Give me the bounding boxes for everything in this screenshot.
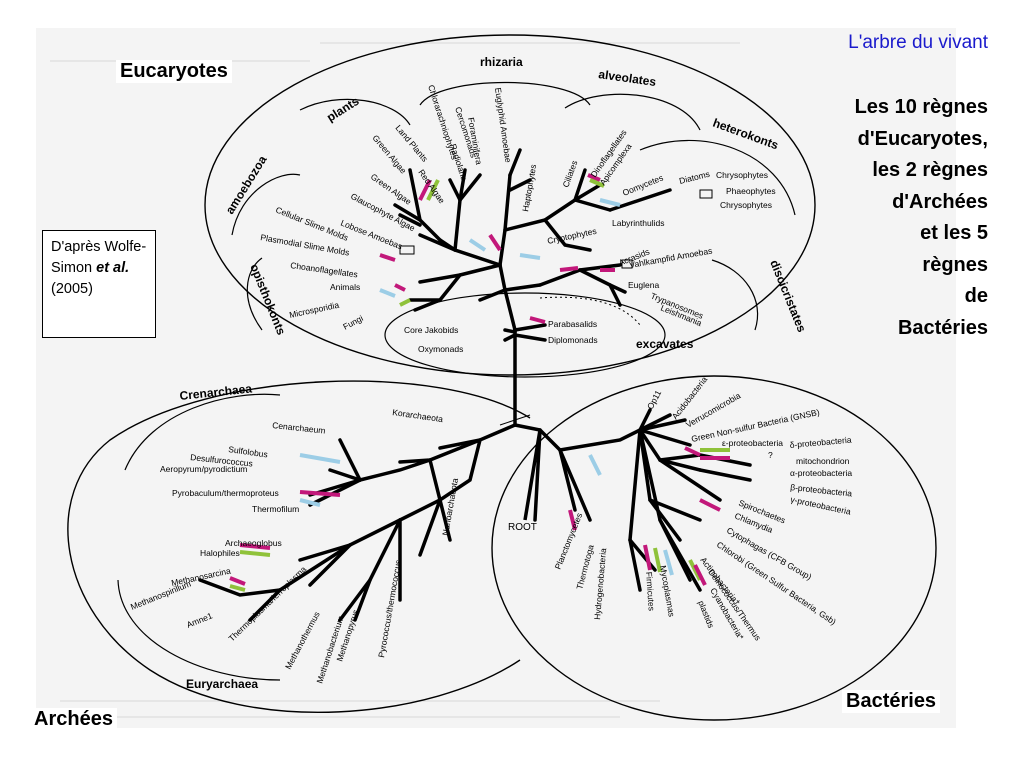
taxon-label: Animals [330,282,360,292]
bacteria-label: Bactéries [842,690,941,713]
taxon-label: Parabasalids [548,319,597,329]
page-title: L'arbre du vivant [848,32,988,53]
group-label: excavates [636,337,694,351]
eukaryote-ellipse [204,34,816,376]
group-label: opisthokonts [247,262,288,337]
reference-text: D'après Wolfe-Simon [51,239,147,276]
taxon-label: Korarchaeota [392,407,444,424]
excavates-ellipse [384,292,666,378]
group-arcs [117,82,796,681]
taxon-label: Phaeophytes [726,186,776,196]
thin-connection [499,414,531,426]
archaea-boundary [67,380,531,713]
taxon-label: Cenarchaeum [272,420,326,436]
taxon-label: plastids [696,599,716,629]
taxon-label: Thermoplasma/ferroplasma [226,564,308,644]
faded-line [60,716,620,718]
group-label: Euryarchaea [186,677,258,691]
taxon-label: Planctomycetes [553,511,585,570]
faded-line [60,700,660,702]
taxon-label: Methanospirillum [129,579,192,612]
taxon-label: Chrysophytes [720,200,772,210]
taxon-label: Amne1 [185,610,214,629]
taxon-label: Firmicutes [644,571,657,611]
reference-year: (2005) [51,281,93,297]
taxon-label: Ciliates [560,159,579,189]
taxon-label: Choanoflagellates [290,260,359,279]
description-text: Les 10 règnes d'Eucaryotes, les 2 règnes… [854,96,988,339]
taxon-label: Labyrinthulids [612,218,664,228]
root-label: ROOT [508,522,537,533]
taxon-label: Thermotoga [574,543,596,590]
taxon-label: δ-proteobacteria [789,435,852,450]
taxon-label: Hydrogenobacteria [592,547,608,620]
group-label: alveolates [598,67,658,89]
taxon-label: Diatoms [678,169,711,186]
taxon-label: γ-proteobacteria [790,494,852,517]
taxon-label: Thermofilum [252,504,299,514]
tree-branches [198,148,752,622]
group-label: heterokonts [711,116,781,153]
reference-box: D'après Wolfe-Simon et al. (2005) [42,230,156,338]
taxon-label: Halophiles [200,548,240,558]
taxon-label: Diplomonads [548,335,598,345]
group-label: Crenarchaea [179,381,253,403]
taxon-label: Aeropyrum/pyrodictium [160,464,247,474]
bracket-marker [621,259,633,269]
taxon-label: α-proteobacteria [790,468,852,478]
taxon-label: Mycoplasmas [658,565,677,618]
taxon-label: Euglena [628,280,659,290]
archaea-taxa: Korarchaeota Cenarchaeum Sulfolobus Desu… [129,407,460,685]
faded-background-page [36,28,956,728]
bacteria-taxa: Op11 Acidobacteria Verrucomicrobia Green… [553,374,853,642]
taxon-label: ε-proteobacteria [722,438,783,448]
taxon-label: ? [768,450,773,460]
taxon-label: Methanothermus [283,610,322,671]
taxon-label: Haptophytes [520,164,538,213]
bracket-marker [699,189,713,199]
archaea-label: Archées [30,708,117,731]
taxon-label: Microsporidia [288,300,340,320]
taxon-label: Euglyphid Amoebae [493,87,513,164]
group-label: plants [324,94,362,125]
eukaryotes-label: Eucaryotes [116,60,232,83]
eukaryote-taxa: Land Plants Green Algae Red Algae Green … [260,84,776,354]
root-branch [523,429,542,521]
taxon-label: Core Jakobids [404,325,458,335]
taxon-label: Pyrobaculum/thermoproteus [172,488,279,498]
group-label: rhizaria [480,55,523,69]
taxon-label: Op11 [645,388,663,411]
taxon-label: Oxymonads [418,344,463,354]
taxon-label: Fungi [341,313,365,332]
taxon-label: Archaeoglobus [225,538,282,548]
bacteria-ellipse [491,375,937,721]
bracket-marker [399,245,415,255]
faded-line [320,42,740,44]
color-markers [229,173,730,592]
taxon-label: Chrysophytes [716,170,768,180]
taxon-label: mitochondrion [796,456,850,466]
taxon-label: Pyrococcus/thermococcus [376,559,403,658]
reference-et-al: et al. [96,260,130,276]
